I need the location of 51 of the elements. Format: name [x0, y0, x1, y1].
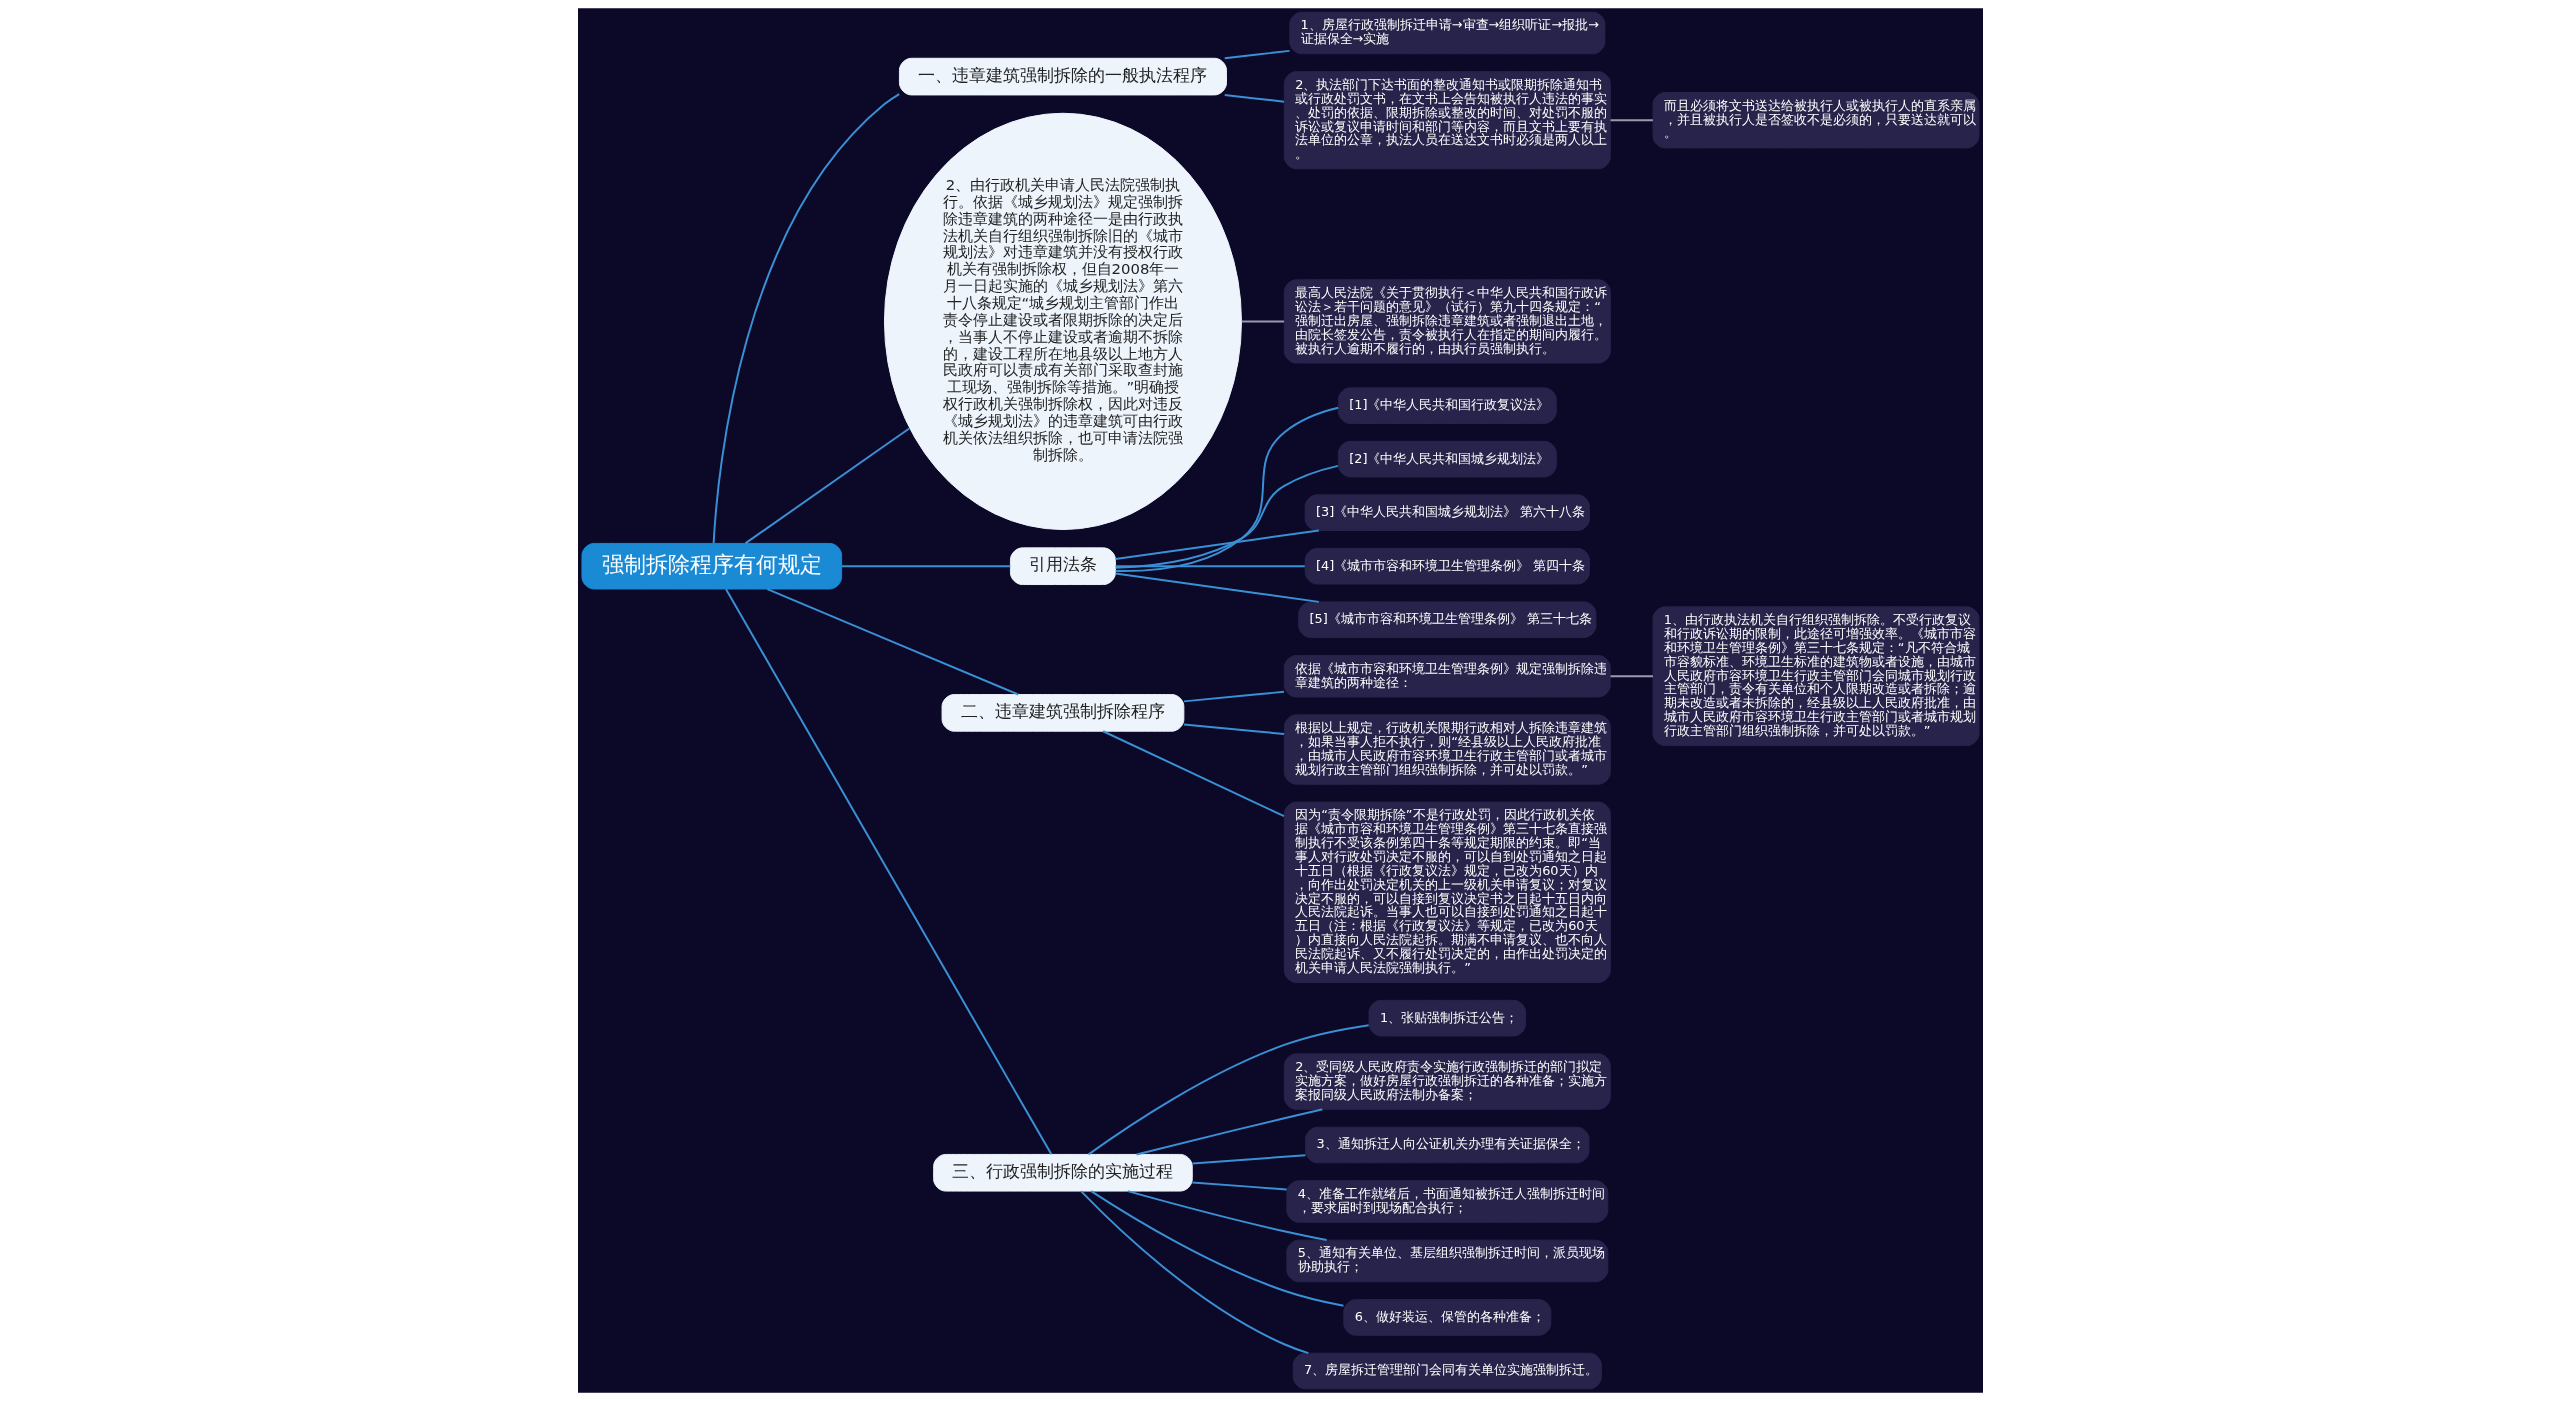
node-box: 7、房屋拆迁管理部门会同有关单位实施强制拆迁。	[1292, 1352, 1602, 1390]
connector	[712, 93, 900, 545]
connector	[1223, 93, 1285, 103]
node-box: [4]《城市市容和环境卫生管理条例》 第四十条	[1304, 547, 1590, 585]
node-box: 一、违章建筑强制拆除的一般执法程序	[898, 57, 1227, 96]
node-box: 4、准备工作就绪后，书面通知被拆迁人强制拆迁时间，要求届时到现场配合执行；	[1285, 1180, 1608, 1223]
connector	[1114, 572, 1320, 603]
node-box: 而且必须将文书送达给被执行人或被执行人的直系亲属，并且被执行人是否签收不是必须的，只要送达就可以。	[1651, 91, 1980, 149]
connector	[840, 565, 1011, 568]
connector	[1114, 529, 1320, 560]
connector	[765, 588, 1019, 696]
connector	[1609, 119, 1654, 122]
node-box: [1]《中华人民共和国行政复议法》	[1337, 387, 1557, 424]
node-box: 二、违章建筑强制拆除程序	[941, 694, 1184, 732]
node-box: 引用法条	[1009, 547, 1116, 586]
node-box: 1、由行政执法机关自行组织强制拆除。不受行政复议和行政诉讼期的限制，此途径可增强效率。《城市市容和环境卫生管理条例》第三十七条规定：“凡不符合城市容貌标准、环境卫生标准的建筑物或者设施，由城市人民政府市容环境卫生行政主管部门会同城市规划行政主管部门，责令有关单位和个人限期改造或者拆除；逾期未改造或者未拆除的，经县级以上人民政府批准，由城市人民政府市容环境卫生行政主管部门或者城市规划行政主管部门组织强制拆除，并可处以罚款。”	[1651, 606, 1980, 747]
node-box: 6、做好装运、保管的各种准备；	[1342, 1299, 1551, 1336]
connector	[1114, 406, 1339, 573]
connector	[1190, 1181, 1288, 1191]
node-box: 强制拆除程序有何规定	[580, 542, 842, 590]
node-box: 2、执法部门下达书面的整改通知书或限期拆除通知书或行政处罚文书，在文书上会告知被执行人违法的事实、处罚的依据、限期拆除或整改的时间、对处罚不服的诉讼或复议申请时间和部门等内容，而且文书上要有执法单位的公章，执法人员在送达文书时必须是两人以上。	[1283, 71, 1611, 170]
connector	[1135, 1108, 1323, 1156]
connector	[1114, 464, 1339, 569]
connector	[724, 588, 1052, 1156]
connector	[743, 427, 910, 545]
connector	[1114, 565, 1306, 568]
node-ellipse: 2、由行政机关申请人民法院强制执行。依据《城乡规划法》规定强制拆除违章建筑的两种途径一是由行政执法机关自行组织强制拆除旧的《城市规划法》对违章建筑并没有授权行政机关有强制拆除权，但自2008年一月一日起实施的《城乡规划法》第六十八条规定“城乡规划主管部门作出责令停止建设或者限期拆除的决定后，当事人不停止建设或者逾期不拆除的，建设工程所在地县级以上地方人民政府可以责成有关部门采取查封施工现场、强制拆除等措施。”明确授权行政机关强制拆除权，因此对违反《城乡规划法》的违章建筑可由行政机关依法组织拆除，也可申请法院强制拆除。	[883, 112, 1242, 531]
node-box: 最高人民法院《关于贯彻执行＜中华人民共和国行政诉讼法＞若干问题的意见》（试行）第九十四条规定：“强制迁出房屋、强制拆除违章建筑或者强制退出土地，由院长签发公告，责令被执行人在指定的期间内履行。被执行人逾期不履行的，由执行员强制执行。	[1283, 279, 1611, 364]
connector	[1089, 1190, 1344, 1307]
node-box: 三、行政强制拆除的实施过程	[932, 1153, 1193, 1192]
node-box: 3、通知拆迁人向公证机关办理有关证据保全；	[1304, 1126, 1590, 1164]
node-box: 5、通知有关单位、基层组织强制拆迁时间，派员现场协助执行；	[1285, 1239, 1608, 1283]
node-box: 1、房屋行政强制拆迁申请→审查→组织听证→报批→证据保全→实施	[1288, 11, 1605, 55]
node-box: [2]《中华人民共和国城乡规划法》	[1337, 440, 1557, 478]
node-box: 依据《城市市容和环境卫生管理条例》规定强制拆除违章建筑的两种途径：	[1283, 654, 1611, 698]
connector	[1190, 1154, 1306, 1165]
node-box: 因为“责令限期拆除”不是行政处罚，因此行政机关依据《城市市容和环境卫生管理条例》第三十七条直接强制执行不受该条例第四十条等规定期限的约束。即“当事人对行政处罚决定不服的，可以自到处罚通知之日起十五日（根据《行政复议法》规定，已改为60天）内，向作出处罚决定机关的上一级机关申请复议；对复议决定不服的，可以自接到复议决定书之日起十五日内向人民法院起诉。当事人也可以自接到处罚通知之日起十五日（注：根据《行政复议法》等规定，已改为60天）内直接向人民法院起拆。期满不申请复议、也不向人民法院起诉、又不履行处罚决定的，由作出处罚决定的机关申请人民法院强制执行。”	[1283, 801, 1611, 983]
connector	[1087, 1024, 1370, 1156]
connector	[1079, 1190, 1309, 1355]
node-box: 1、张贴强制拆迁公告；	[1368, 999, 1526, 1037]
node-box: 2、受同级人民政府责令实施行政强制拆迁的部门拟定实施方案，做好房屋行政强制拆迁的各种准备；实施方案报同级人民政府法制办备案；	[1283, 1053, 1611, 1110]
connector	[1182, 690, 1285, 703]
connector	[1101, 730, 1285, 818]
connector	[1240, 320, 1285, 323]
node-box: [5]《城市市容和环境卫生管理条例》 第三十七条	[1297, 601, 1596, 639]
connector	[1223, 49, 1290, 60]
connector	[1126, 1190, 1328, 1242]
connector	[1182, 723, 1285, 735]
connector	[1609, 675, 1654, 678]
node-box: [3]《中华人民共和国城乡规划法》 第六十八条	[1304, 494, 1590, 532]
node-box: 根据以上规定，行政机关限期行政相对人拆除违章建筑，如果当事人拒不执行，则“经县级以上人民政府批准，由城市人民政府市容环境卫生行政主管部门或者城市规划行政主管部门组织强制拆除，并可处以罚款。”	[1283, 714, 1611, 785]
